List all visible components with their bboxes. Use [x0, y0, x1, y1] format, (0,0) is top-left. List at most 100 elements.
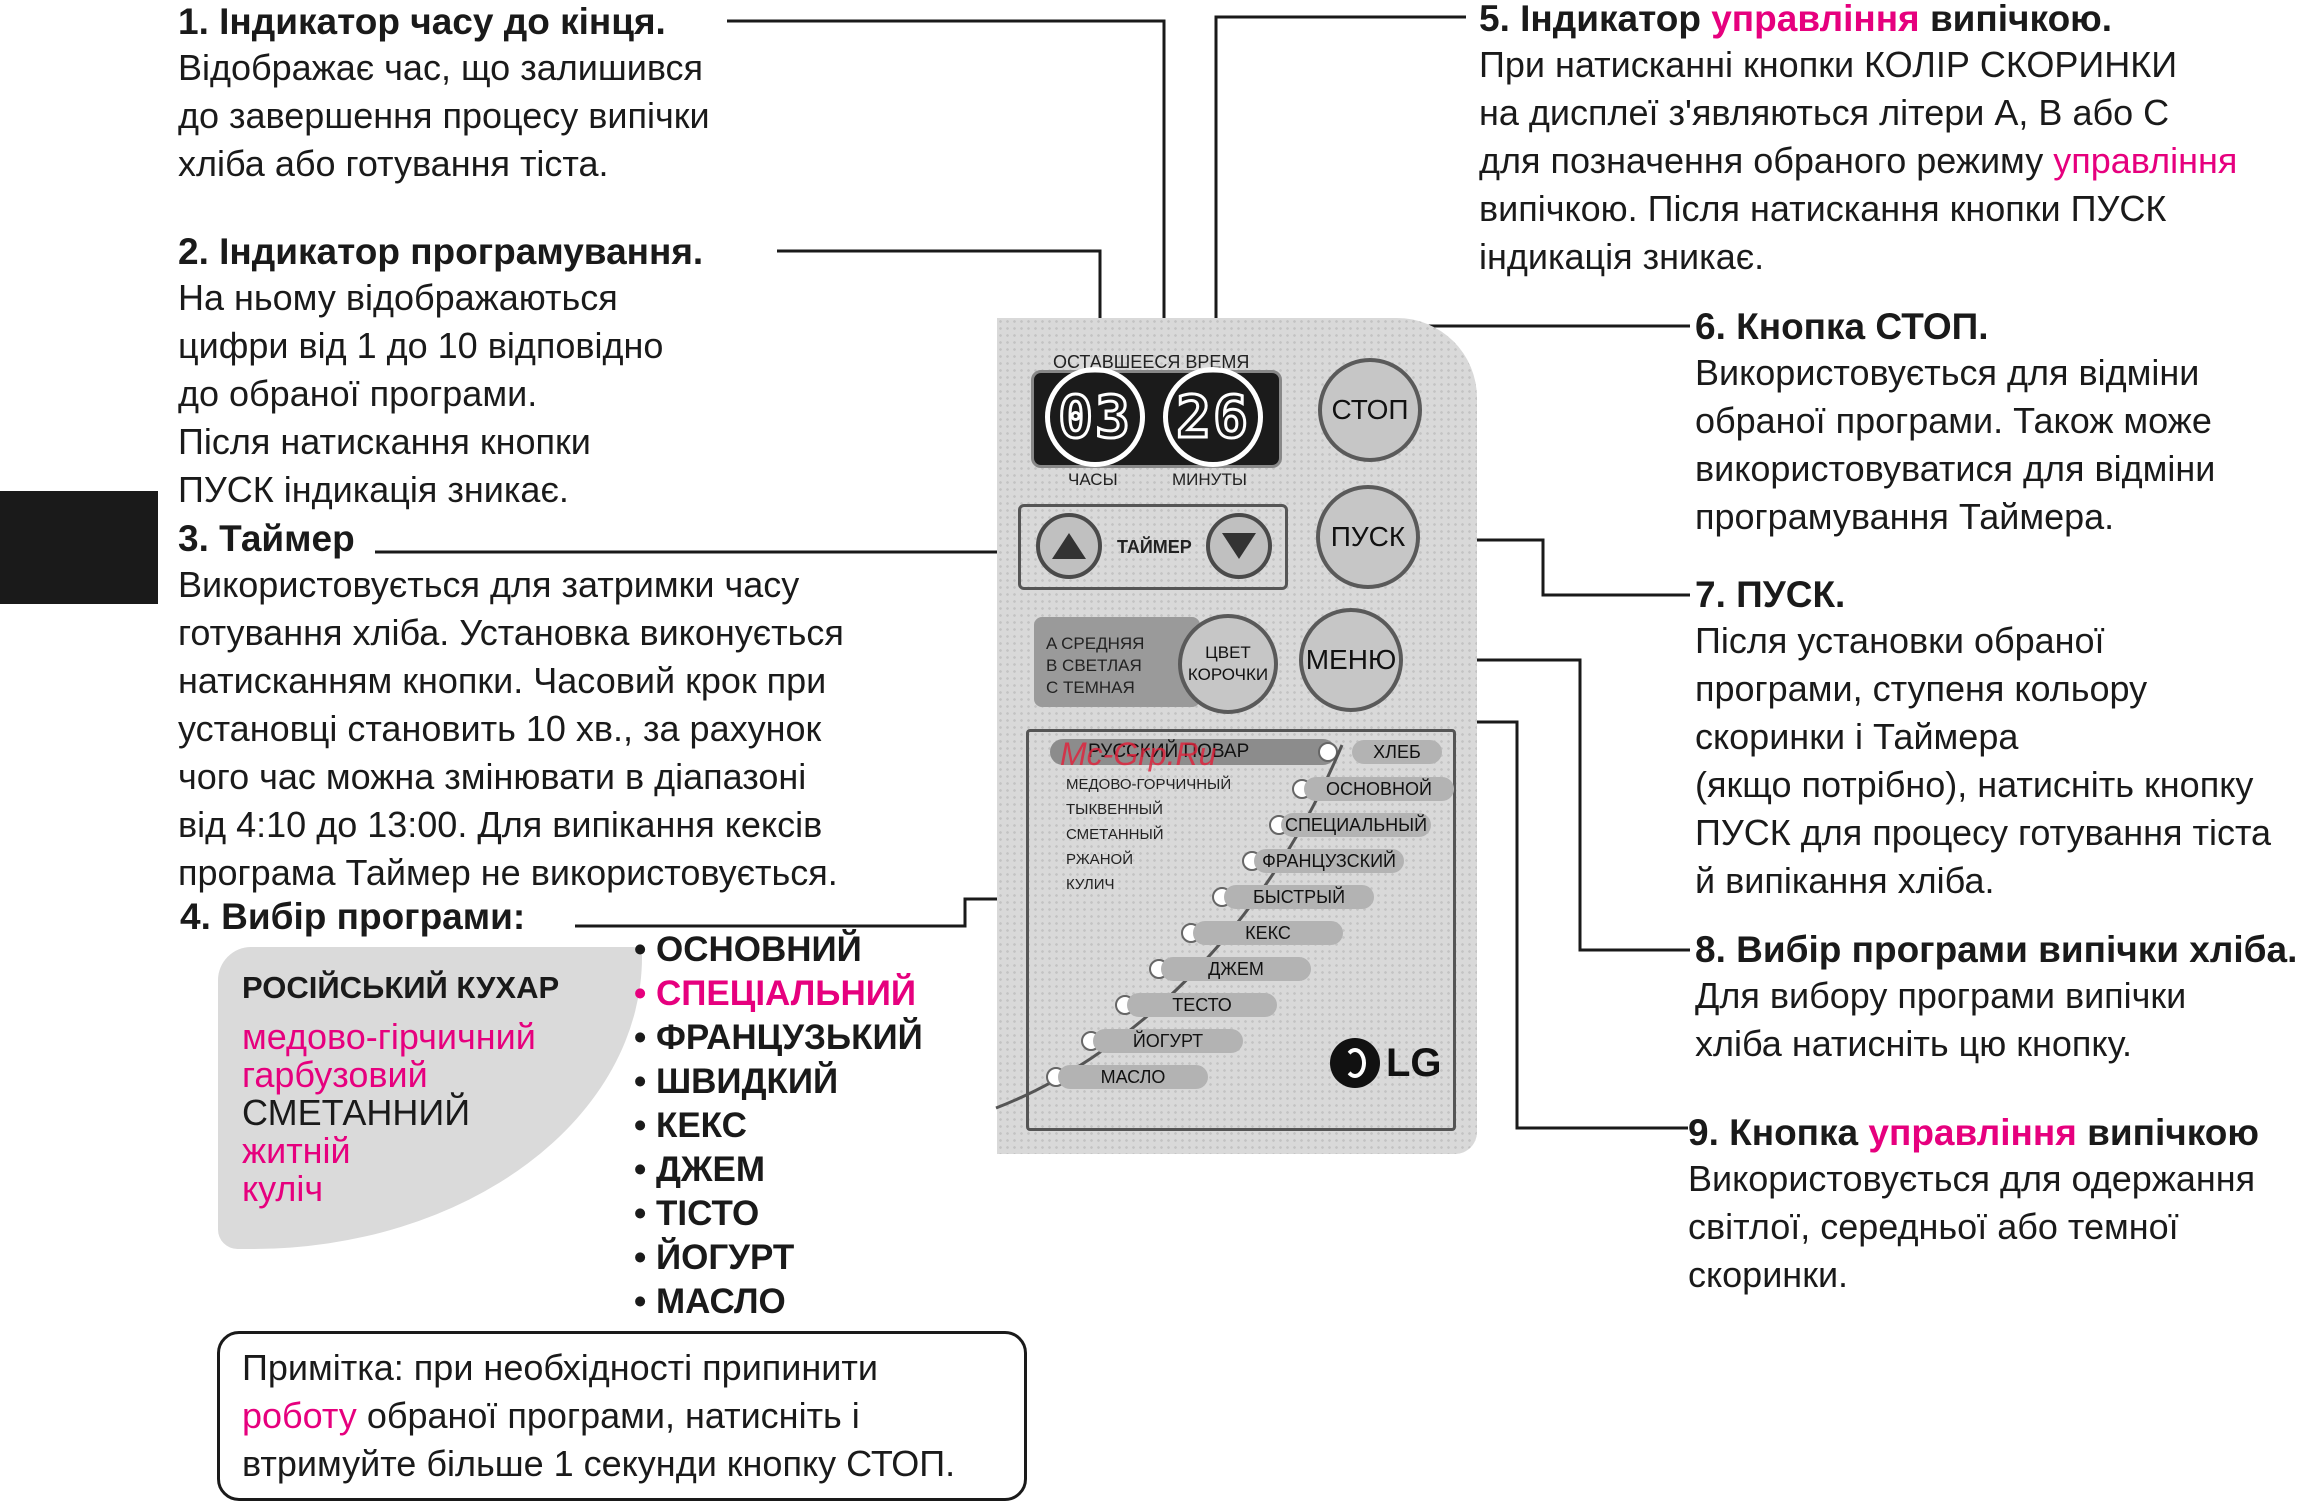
callout-5-line: При натисканні кнопки КОЛІР СКОРИНКИ: [1479, 44, 2178, 85]
callout-8-title: 8. Вибір програми випічки хліба.: [1695, 929, 2298, 970]
program-list-item: • ЙОГУРТ: [634, 1238, 795, 1277]
hours-label: ЧАСЫ: [1068, 470, 1118, 489]
callout-crust-button: 9. Кнопка управління випічкою Використов…: [1688, 1111, 2259, 1299]
arrow-down-icon: [1222, 533, 1256, 559]
callout-programming-indicator: 2. Індикатор програмування. На ньому від…: [178, 230, 703, 514]
crust-button-line-1: ЦВЕТ: [1205, 643, 1251, 662]
timer-down-button[interactable]: [1206, 513, 1272, 579]
crust-button-line-2: КОРОЧКИ: [1187, 665, 1269, 684]
sub-program: МЕДОВО-ГОРЧИЧНЫЙ: [1066, 776, 1232, 793]
callout-6-title: 6. Кнопка СТОП.: [1695, 306, 1989, 347]
callout-5-title-b: випічкою.: [1929, 0, 2113, 39]
crust-indicator-box: [1034, 617, 1200, 707]
callout-5-line3-a: для позначення обраного режиму: [1479, 140, 2044, 181]
callout-5-line: для позначення обраного режиму управлінн…: [1479, 137, 2237, 185]
program-dot: [1318, 742, 1338, 762]
timer-group: [1018, 504, 1288, 590]
program-list-item: • ДЖЕМ: [634, 1150, 766, 1189]
arrow-up-icon: [1052, 533, 1086, 559]
callout-9-line: Використовується для одержання: [1688, 1158, 2256, 1199]
program-list-item: • КЕКС: [634, 1106, 747, 1145]
callout-stop-button: 6. Кнопка СТОП. Використовується для від…: [1695, 305, 2215, 541]
callout-6-line: обраної програми. Також може: [1695, 400, 2212, 441]
callout-8-line: хліба натисніть цю кнопку.: [1695, 1023, 2132, 1064]
minutes-digits: 26: [1175, 382, 1250, 453]
russian-chef-title: РОСІЙСЬКИЙ КУХАР: [242, 970, 560, 1005]
russian-chef-item: житній: [242, 1130, 351, 1171]
callout-5-title-a: 5. Індикатор: [1479, 0, 1701, 39]
note-highlight: роботу: [242, 1395, 357, 1436]
program-list: • ОСНОВНИЙ• СПЕЦІАЛЬНИЙ• ФРАНЦУЗЬКИЙ• ШВ…: [634, 928, 923, 1324]
menu-item-pill: ФРАНЦУЗСКИЙ: [1254, 849, 1404, 873]
russian-chef-item: гарбузовий: [242, 1054, 428, 1095]
callout-9-title-b: випічкою: [2087, 1112, 2259, 1153]
minutes-indicator: 26: [1163, 367, 1263, 467]
callout-5-title: 5. Індикатор управління випічкою.: [1479, 0, 2237, 41]
callout-3-line: натисканням кнопки. Часовий крок при: [178, 660, 827, 701]
crust-option-b: B СВЕТЛАЯ: [1046, 656, 1142, 675]
callout-3-title: 3. Таймер: [178, 518, 355, 559]
crust-option-c: C ТЕМНАЯ: [1046, 678, 1135, 697]
callout-4-title: 4. Вибір програми:: [180, 896, 526, 937]
callout-3-line: установці становить 10 хв., за рахунок: [178, 708, 822, 749]
start-button[interactable]: ПУСК: [1316, 485, 1420, 589]
timer-up-button[interactable]: [1036, 513, 1102, 579]
menu-button[interactable]: МЕНЮ: [1299, 608, 1403, 712]
callout-5-line: індикація зникає.: [1479, 236, 1765, 277]
lg-logo: LG: [1330, 1038, 1442, 1088]
hours-digits: 03: [1057, 382, 1132, 453]
callout-7-line: Після установки обраної: [1695, 620, 2105, 661]
program-list-item: • ТІСТО: [634, 1194, 760, 1233]
callout-6-line: програмування Таймера.: [1695, 496, 2115, 537]
callout-9-line: скоринки.: [1688, 1254, 1849, 1295]
lg-brand: LG: [1386, 1040, 1442, 1085]
callout-baking-control-indicator: 5. Індикатор управління випічкою. При на…: [1479, 0, 2237, 281]
russian-chef-item: медово-гірчичний: [242, 1016, 536, 1057]
callout-remaining-time: 1. Індикатор часу до кінця. Відображає ч…: [178, 0, 710, 188]
callout-1-line: Відображає час, що залишився: [178, 47, 704, 88]
callout-start-button: 7. ПУСК. Після установки обраної програм…: [1695, 573, 2271, 905]
watermark: Mc-Grp.Ru: [1060, 736, 1217, 772]
callout-9-title-a: 9. Кнопка: [1688, 1112, 1859, 1153]
callout-6-line: Використовується для відміни: [1695, 352, 2200, 393]
menu-item-pill: СПЕЦИАЛЬНЫЙ: [1281, 813, 1431, 837]
callout-5-title-pink: управління: [1711, 0, 1920, 39]
sub-program: РЖАНОЙ: [1066, 851, 1133, 868]
menu-item-pill: БЫСТРЫЙ: [1224, 885, 1374, 909]
menu-item-pill: КЕКС: [1193, 921, 1343, 945]
callout-7-line: ПУСК для процесу готування тіста: [1695, 812, 2272, 853]
callout-7-title: 7. ПУСК.: [1695, 574, 1846, 615]
menu-item-pill: МАСЛО: [1058, 1065, 1208, 1089]
callout-2-title: 2. Індикатор програмування.: [178, 231, 704, 272]
crust-color-button[interactable]: ЦВЕТ КОРОЧКИ: [1178, 614, 1278, 714]
menu-item-pill: ЙОГУРТ: [1093, 1029, 1243, 1053]
menu-item-pill: ДЖЕМ: [1161, 957, 1311, 981]
callout-2-line: цифри від 1 до 10 відповідно: [178, 325, 664, 366]
sub-program: СМЕТАННЫЙ: [1066, 826, 1164, 843]
menu-item-pill: ОСНОВНОЙ: [1304, 777, 1454, 801]
minutes-label: МИНУТЫ: [1172, 470, 1247, 489]
program-list-item: • ФРАНЦУЗЬКИЙ: [634, 1018, 923, 1057]
callout-1-line: до завершення процесу випічки: [178, 95, 710, 136]
callout-7-line: скоринки і Таймера: [1695, 716, 2019, 757]
russian-chef-item: куліч: [242, 1168, 324, 1209]
menu-item-pill: ТЕСТО: [1127, 993, 1277, 1017]
callout-3-line: програма Таймер не використовується.: [178, 852, 838, 893]
timer-label: ТАЙМЕР: [1117, 537, 1192, 557]
note-line-1: Примітка: при необхідності припинити: [242, 1347, 878, 1388]
callout-3-line: чого час можна змінювати в діапазоні: [178, 756, 807, 797]
section-tab: [0, 491, 158, 604]
callout-9-line: світлої, середньої або темної: [1688, 1206, 2179, 1247]
callout-5-line: випічкою. Після натискання кнопки ПУСК: [1479, 188, 2167, 229]
callout-7-line: програми, ступеня кольору: [1695, 668, 2148, 709]
program-list-item: • ШВИДКИЙ: [634, 1062, 839, 1101]
hours-indicator: 03: [1045, 367, 1145, 467]
callout-5-line: на дисплеї з'являються літери А, В або С: [1479, 92, 2170, 133]
sub-program: ТЫКВЕННЫЙ: [1066, 801, 1163, 818]
sub-program: КУЛИЧ: [1066, 876, 1115, 893]
callout-2-line: до обраної програми.: [178, 373, 538, 414]
callout-7-line: (якщо потрібно), натисніть кнопку: [1695, 764, 2254, 805]
stop-button[interactable]: СТОП: [1318, 358, 1422, 462]
note-line-2: роботу обраної програми, натисніть і: [242, 1392, 1024, 1440]
note-box: Примітка: при необхідності припинити роб…: [217, 1331, 1027, 1501]
